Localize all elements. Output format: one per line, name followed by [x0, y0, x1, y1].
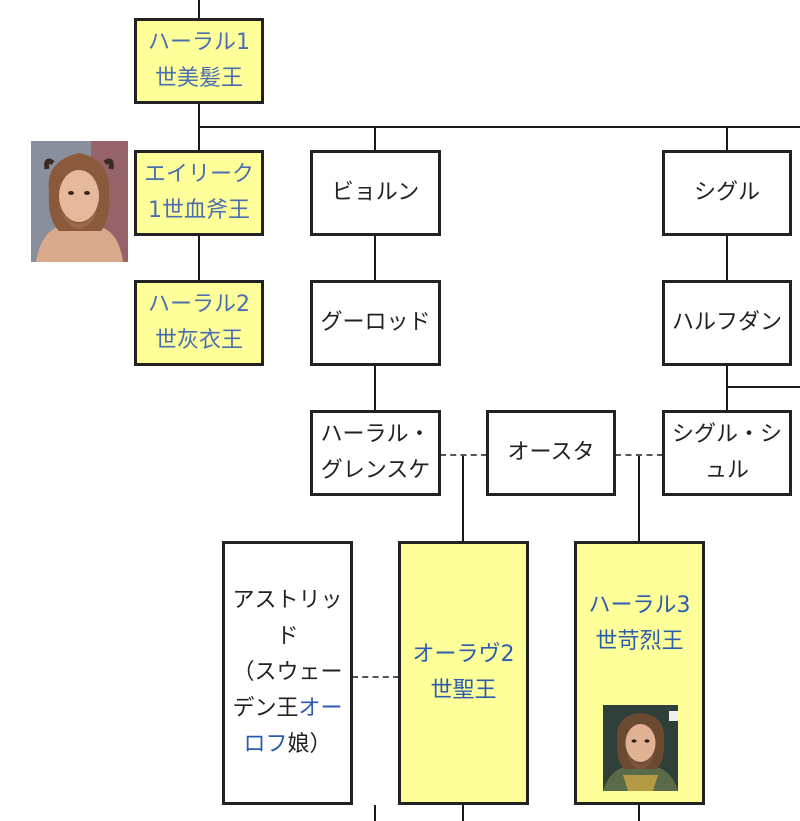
line-to-eirik: [198, 127, 200, 150]
node-harald-grenske-line1: ハーラル・: [320, 422, 431, 447]
node-eirik[interactable]: エイリーク 1世血斧王: [134, 150, 264, 236]
olof-link-part1[interactable]: オー: [298, 696, 343, 721]
node-halfdan: ハルフダン: [662, 280, 792, 366]
node-olav2-line2[interactable]: 世聖王: [430, 678, 497, 703]
olof-link-part2[interactable]: ロフ: [243, 732, 288, 757]
line-to-harald3: [638, 455, 640, 541]
line-to-sigurd: [726, 127, 728, 150]
node-bjorn-label: ビョルン: [331, 180, 420, 205]
marriage-line-grenske-asta: [440, 454, 487, 456]
node-olav2[interactable]: オーラヴ2 世聖王: [398, 541, 529, 805]
line-eirik-harald2: [198, 235, 200, 280]
node-harald3-line2[interactable]: 世苛烈王: [595, 629, 684, 654]
harald3-portrait-image: [603, 705, 678, 791]
line-harald3-down: [638, 805, 640, 821]
node-sigurd: シグル: [662, 150, 792, 236]
node-astrid-line4: デン王オー: [232, 691, 342, 727]
line-sibling-bar: [198, 126, 800, 128]
node-astrid-line1: アストリッ: [232, 588, 343, 613]
node-harald1-line2[interactable]: 世美髪王: [154, 66, 243, 91]
marriage-line-asta-syr: [615, 454, 663, 456]
node-bjorn: ビョルン: [310, 150, 441, 236]
node-asta-label: オースタ: [507, 440, 595, 465]
node-harald1-line1[interactable]: ハーラル1: [148, 30, 250, 55]
node-harald3-line1[interactable]: ハーラル3: [588, 593, 691, 618]
node-sigurd-syr-line2: ュル: [704, 458, 749, 483]
line-to-bjorn: [374, 127, 376, 150]
node-harald-grenske: ハーラル・ グレンスケ: [310, 410, 441, 496]
line-top-harald1: [198, 0, 200, 18]
node-harald2-line2[interactable]: 世灰衣王: [154, 328, 243, 353]
line-sigurd-halfdan: [726, 235, 728, 280]
node-astrid-line5: ロフ娘）: [243, 727, 331, 763]
node-sigurd-syr-line1: シグル・シ: [671, 422, 782, 447]
node-harald-grenske-line2: グレンスケ: [320, 458, 431, 483]
line-to-olav2: [462, 455, 464, 541]
node-astrid: アストリッ ド （スウェー デン王オー ロフ娘）: [222, 541, 353, 805]
node-astrid-line3: （スウェー: [232, 660, 343, 685]
line-bjorn-gudrod: [374, 235, 376, 280]
node-halfdan-label: ハルフダン: [671, 310, 782, 335]
line-harald1-down: [198, 103, 200, 127]
marriage-line-astrid-olav2: [352, 676, 399, 678]
node-astrid-line4-text: デン王: [232, 696, 299, 721]
node-eirik-line1[interactable]: エイリーク: [143, 162, 254, 187]
node-gudrod: グーロッド: [310, 280, 441, 366]
node-astrid-line2: ド: [276, 624, 299, 649]
node-sigurd-label: シグル: [693, 180, 760, 205]
node-sigurd-syr: シグル・シ ュル: [662, 410, 792, 496]
node-gudrod-label: グーロッド: [320, 310, 431, 335]
line-astrid-down: [374, 805, 376, 821]
node-astrid-line5-text: 娘）: [287, 732, 332, 757]
node-harald2-line1[interactable]: ハーラル2: [148, 292, 250, 317]
node-harald1[interactable]: ハーラル1 世美髪王: [134, 18, 264, 104]
line-gudrod-grenske: [374, 365, 376, 410]
line-olav2-down: [462, 805, 464, 821]
node-eirik-line2[interactable]: 1世血斧王: [148, 198, 250, 223]
node-harald2[interactable]: ハーラル2 世灰衣王: [134, 280, 264, 366]
eirik-portrait-image: [31, 141, 128, 262]
node-asta: オースタ: [486, 410, 616, 496]
harald3-portrait-svg: [603, 705, 678, 791]
eirik-portrait-svg: [31, 141, 128, 262]
line-halfdan-branch: [726, 386, 800, 388]
node-olav2-line1[interactable]: オーラヴ2: [412, 642, 515, 667]
